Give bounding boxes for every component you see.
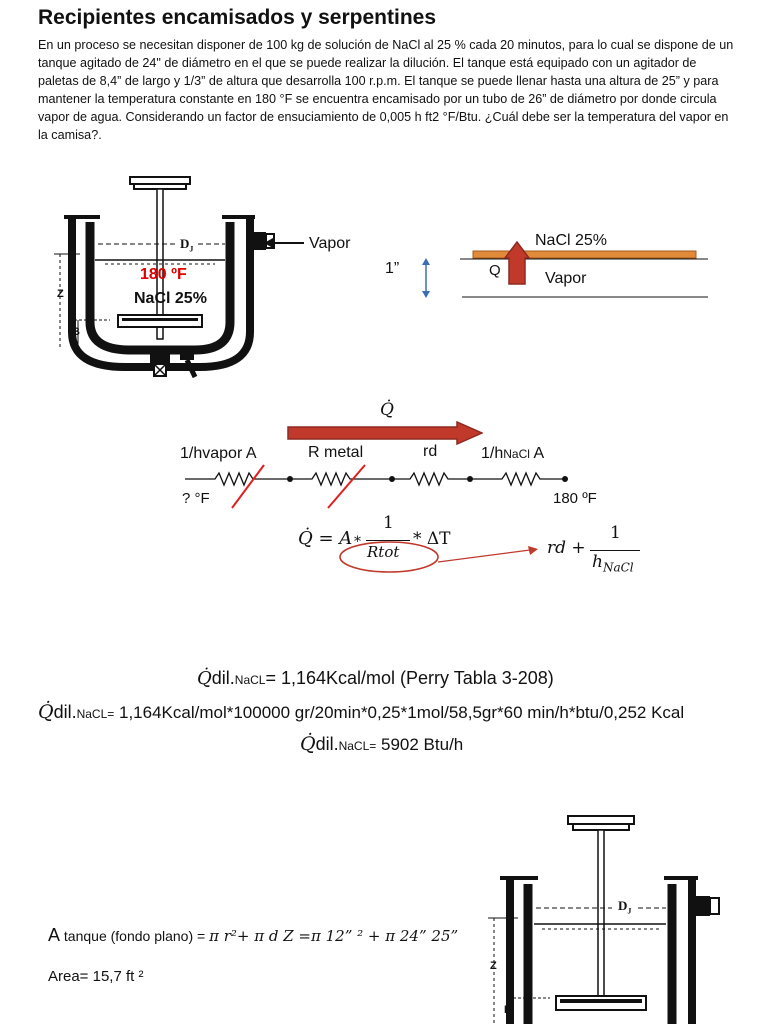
b-label: B	[72, 326, 80, 338]
fraction-bar	[366, 540, 410, 541]
heat-flow-arrow-icon	[287, 420, 484, 450]
tank-diagram-bottom: DJ Z B	[480, 812, 745, 1024]
page-title: Recipientes encamisados y serpentines	[38, 6, 437, 29]
resistance-nacl-label: 1/hNaCl A	[481, 445, 545, 462]
vapor-temperature-unknown: ? °F	[182, 490, 210, 507]
vapor-inlet-label: Vapor	[309, 235, 351, 252]
heat-q-label: Q	[489, 262, 501, 279]
z-label: Z	[57, 288, 64, 300]
heat-wall-diagram	[460, 238, 710, 305]
tank-drawing-bottom	[488, 815, 720, 1024]
b-label-bottom: B	[504, 1004, 512, 1016]
formula-op1: *	[354, 534, 361, 550]
dj-label: DJ	[180, 236, 194, 254]
equation-line-2: Q̇dil.NaCL= 1,164Kcal/mol*100000 gr/20mi…	[38, 701, 685, 723]
rtot-numerator: 1	[610, 523, 621, 543]
wall-thickness-label: 1”	[385, 260, 400, 277]
wall-vapor-label: Vapor	[545, 270, 587, 287]
formula-numerator: 1	[383, 513, 394, 533]
equation-line-1: Q̇dil.NaCL= 1,164Kcal/mol (Perry Tabla 3…	[197, 668, 554, 689]
resistance-rd-label: rd	[423, 443, 438, 460]
tank-diagram-top: DJ Z B 180 ºF NaCl 25%	[50, 172, 300, 387]
rtot-fraction-bar	[590, 550, 640, 551]
vapor-arrow-icon	[264, 236, 304, 255]
tank-drawing	[54, 176, 275, 379]
rtot-expression-rd: rd +	[547, 538, 586, 558]
pointer-arrow-icon	[437, 544, 540, 571]
formula-op2: * ΔT	[413, 529, 451, 549]
formula-lhs: Q̇ = A	[298, 528, 353, 549]
resistance-circuit	[180, 462, 580, 527]
resistance-metal-label: R metal	[308, 444, 364, 461]
thickness-arrow-icon	[420, 258, 432, 303]
formula-denominator: Rtot	[367, 543, 400, 561]
rtot-denominator: hNaCl	[592, 552, 634, 575]
solution-temperature-label: 180 ºF	[553, 490, 597, 507]
resistance-vapor-label: 1/hvapor A	[180, 445, 257, 462]
area-result: Area= 15,7 ft ²	[48, 968, 144, 985]
dj-label-bottom: DJ	[618, 898, 632, 916]
qdot-label: Q̇	[380, 400, 394, 420]
wall-nacl-label: NaCl 25%	[535, 232, 608, 249]
problem-statement: En un proceso se necesitan disponer de 1…	[38, 38, 734, 142]
tank-temperature-label: 180 ºF	[140, 266, 187, 283]
z-label-bottom: Z	[490, 960, 497, 972]
rtot-highlight-ellipse	[338, 540, 440, 579]
area-formula: A tanque (fondo plano) = π r²+ π d Z =π …	[48, 925, 459, 945]
tank-solution-label: NaCl 25%	[134, 290, 207, 307]
equation-line-3: Q̇dil.NaCL= 5902 Btu/h	[300, 733, 464, 755]
